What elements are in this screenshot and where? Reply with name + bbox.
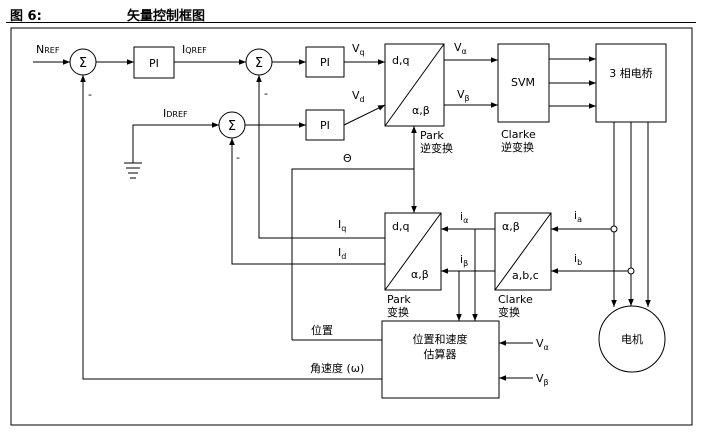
estimator-line-2: 估算器 bbox=[424, 347, 457, 361]
caption-rule bbox=[6, 22, 696, 23]
iqref-label: IQREF bbox=[182, 43, 207, 56]
id-label: Id bbox=[338, 246, 346, 261]
sum-symbol: Σ bbox=[228, 119, 236, 134]
estimator-line-1: 位置和速度 bbox=[413, 332, 468, 346]
sum-symbol: Σ bbox=[255, 56, 263, 71]
estimator-vbeta-label: Vβ bbox=[536, 372, 549, 387]
figure-number: 图 6: bbox=[10, 9, 42, 24]
vd-label: Vd bbox=[352, 89, 365, 104]
pi-block-q: PI bbox=[305, 46, 345, 78]
inv-park-caption-2: 逆变换 bbox=[420, 141, 453, 155]
park-caption-2: 变换 bbox=[387, 305, 409, 319]
position-speed-estimator-block: 位置和速度 估算器 bbox=[381, 320, 500, 399]
sum-junction-d: Σ bbox=[218, 111, 246, 139]
inv-clarke-caption-2: 逆变换 bbox=[501, 140, 534, 154]
estimator-valpha-label: Vα bbox=[536, 337, 549, 352]
pi-label: PI bbox=[320, 119, 330, 132]
clarke-ab-label: α,β bbox=[502, 220, 520, 233]
inverse-park-block: d,q α,β bbox=[384, 43, 445, 127]
inv-park-ab-label: α,β bbox=[412, 104, 430, 117]
svm-label: SVM bbox=[511, 76, 535, 89]
motor: 电机 bbox=[598, 305, 666, 373]
signal-wires bbox=[33, 56, 651, 381]
motor-label: 电机 bbox=[621, 332, 643, 346]
vq-label: Vq bbox=[352, 42, 365, 57]
inv-park-caption-1: Park bbox=[420, 129, 444, 142]
inv-park-dq-label: d,q bbox=[392, 54, 409, 67]
vbeta-label: Vβ bbox=[457, 88, 470, 103]
valpha-label: Vα bbox=[454, 41, 467, 56]
svm-block: SVM bbox=[497, 43, 550, 123]
clarke-abc-label: a,b,c bbox=[512, 269, 539, 282]
clarke-caption-2: 变换 bbox=[498, 305, 520, 319]
nref-label: NREF bbox=[36, 43, 60, 56]
diagram-frame bbox=[10, 27, 693, 426]
idref-label: IDREF bbox=[163, 107, 188, 120]
sum-junction-speed: Σ bbox=[69, 48, 97, 76]
inv-clarke-caption-1: Clarke bbox=[501, 128, 536, 141]
sum-symbol: Σ bbox=[79, 56, 87, 71]
park-caption-1: Park bbox=[387, 293, 411, 306]
park-dq-label: d,q bbox=[392, 220, 409, 233]
sum-junction-q: Σ bbox=[245, 48, 273, 76]
park-ab-label: α,β bbox=[411, 268, 429, 281]
ib-label: ib bbox=[574, 252, 582, 267]
ibeta-label: iβ bbox=[460, 253, 468, 268]
iq-label: Iq bbox=[338, 218, 346, 233]
angular-velocity-label: 角速度 (ω) bbox=[310, 361, 364, 375]
figure-caption: 图 6: 矢量控制框图 bbox=[6, 3, 696, 24]
ia-label: ia bbox=[574, 209, 582, 224]
clarke-caption-1: Clarke bbox=[498, 293, 533, 306]
park-block: d,q α,β bbox=[384, 212, 442, 291]
theta-label: Θ bbox=[343, 152, 352, 165]
position-label: 位置 bbox=[311, 323, 333, 337]
figure-title: 矢量控制框图 bbox=[127, 9, 206, 24]
minus-sign-q: - bbox=[264, 87, 268, 100]
bridge-label: 3 相电桥 bbox=[609, 67, 653, 80]
pi-label: PI bbox=[320, 56, 330, 69]
ialpha-label: iα bbox=[460, 210, 468, 225]
minus-sign-d: - bbox=[236, 151, 240, 164]
pi-label: PI bbox=[149, 57, 159, 70]
three-phase-bridge-block: 3 相电桥 bbox=[595, 43, 667, 123]
clarke-block: α,β a,b,c bbox=[494, 212, 552, 291]
signal-labels: NREF IQREF IDREF Vq Vd Vα Vβ Θ Iq Id iα … bbox=[36, 41, 582, 387]
minus-sign-speed: - bbox=[88, 88, 92, 101]
pi-block-d: PI bbox=[305, 109, 345, 141]
pi-block-speed: PI bbox=[133, 46, 175, 79]
